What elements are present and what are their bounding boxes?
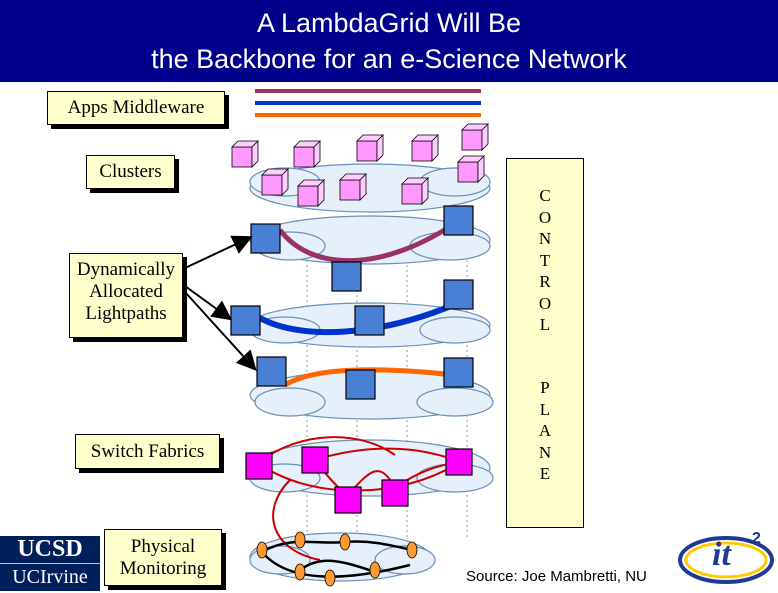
physical-label-line-1: Physical [130, 536, 196, 557]
lightpath-node [443, 357, 474, 388]
ucsd-logo: UCSD [0, 536, 100, 563]
lightpath-top [278, 217, 462, 264]
cluster-cube [356, 134, 384, 162]
control-word: C O N T R O L [507, 185, 583, 336]
lightpath-node [354, 305, 385, 336]
lightpath-bottom [283, 367, 456, 388]
plane-letter: P [540, 378, 550, 397]
plane-letter: A [538, 421, 552, 440]
plane-word: P L A N E [507, 377, 583, 485]
lightpath-node [331, 261, 362, 292]
lightpath-node [443, 279, 474, 310]
switch-node [381, 479, 409, 507]
title-line-1: A LambdaGrid Will Be [256, 8, 522, 38]
control-letter: T [539, 250, 551, 270]
control-letter: O [538, 293, 552, 313]
physical-label-line-2: Monitoring [119, 558, 207, 579]
lightpaths-label-line-1: Dynamically [76, 259, 176, 280]
switch-node [445, 448, 473, 476]
it2-logo-graphic [678, 536, 774, 584]
switch-nodes [245, 446, 473, 514]
lightpath-node [230, 305, 261, 336]
physical-monitoring-label: Physical Monitoring [104, 529, 222, 586]
lightpaths-label: Dynamically Allocated Lightpaths [69, 253, 183, 338]
lightpath-node [345, 369, 376, 400]
lightpath-node [250, 223, 281, 254]
lightpaths-label-line-3: Lightpaths [85, 303, 167, 324]
clusters-label: Clusters [86, 155, 175, 189]
switch-node [301, 446, 329, 474]
control-letter: L [539, 315, 551, 334]
apps-middleware-label: Apps Middleware [47, 91, 225, 125]
control-letter: C [539, 186, 551, 205]
it2-logo: it 2 [676, 518, 776, 588]
cluster-cube [411, 134, 439, 162]
lightpath-middle [258, 297, 467, 336]
cluster-cube [461, 123, 489, 151]
lightpath-arrows [184, 235, 257, 371]
cluster-cube [401, 177, 429, 205]
lightpath-node [256, 356, 287, 387]
cluster-cube [339, 173, 367, 201]
cluster-cube [457, 155, 485, 183]
title-line-2: the Backbone for an e-Science Network [151, 44, 627, 74]
lambdagrid-diagram [184, 89, 494, 587]
plane-letter: N [538, 442, 552, 462]
cluster-cube [293, 140, 321, 168]
control-plane-bar: C O N T R O L P L A N E [506, 158, 584, 528]
cluster-cube [231, 140, 259, 168]
switch-node [334, 486, 362, 514]
control-letter: O [538, 207, 552, 227]
slide-title: A LambdaGrid Will Be the Backbone for an… [0, 0, 778, 82]
plane-letter: L [539, 399, 551, 419]
plane-letter: E [539, 464, 551, 483]
switch-fabrics-label: Switch Fabrics [75, 434, 220, 469]
physical-nodes [256, 531, 418, 587]
switch-node [245, 452, 273, 480]
cluster-cube [297, 179, 325, 207]
control-letter: N [538, 229, 552, 248]
middleware-lines [255, 89, 481, 117]
lightpaths-label-line-2: Allocated [89, 281, 163, 302]
cluster-cube [261, 168, 289, 196]
lightpath-nodes [230, 205, 474, 400]
it2-logo-text: it [712, 536, 731, 573]
source-credit: Source: Joe Mambretti, NU [466, 568, 647, 585]
it2-superscript: 2 [752, 530, 761, 547]
lightpath-node [443, 205, 474, 236]
cluster-cubes [231, 123, 489, 207]
control-letter: R [539, 272, 551, 291]
ucirvine-logo: UCIrvine [0, 563, 100, 591]
